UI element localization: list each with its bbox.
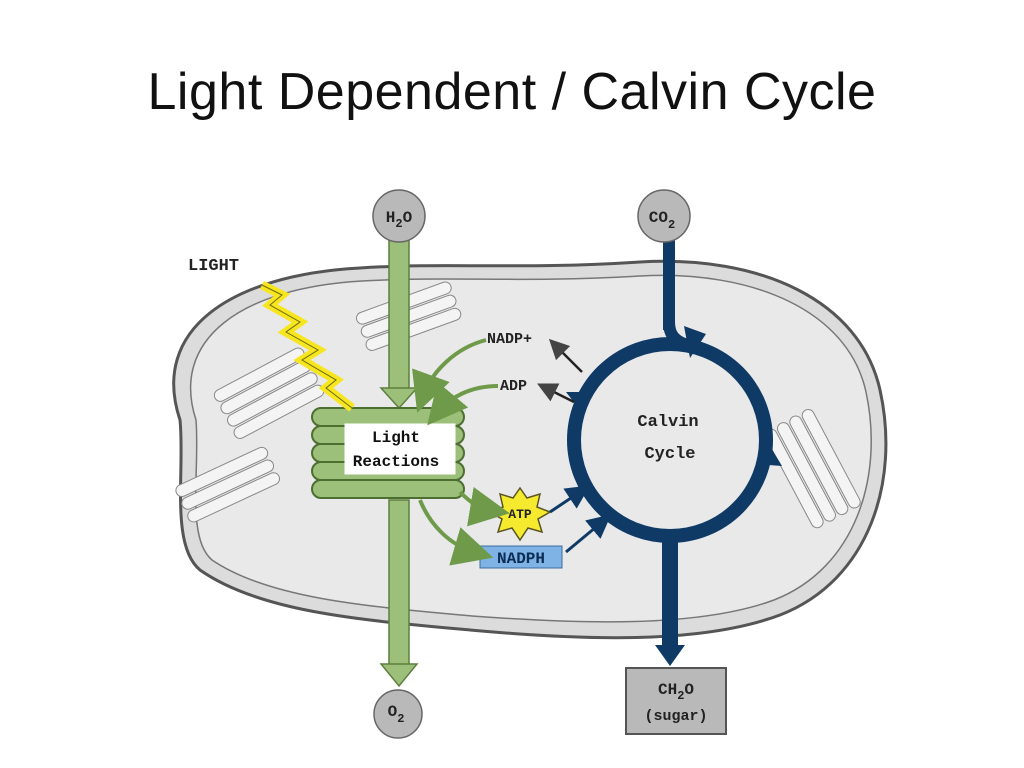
svg-text:H2O: H2O bbox=[386, 209, 413, 231]
nadp-plus-arrow bbox=[412, 338, 487, 413]
thylakoid-stack-lower-left bbox=[175, 446, 280, 523]
light-reactions-label-box bbox=[344, 423, 456, 475]
light-to-nadph-arrow bbox=[418, 499, 494, 566]
light-to-atp-arrow bbox=[458, 486, 510, 527]
slide-title: Light Dependent / Calvin Cycle bbox=[147, 63, 877, 121]
atp-to-calvin-arrow bbox=[549, 485, 590, 514]
sugar-symbol-o: O bbox=[684, 681, 694, 699]
oxygen-output: O2 bbox=[373, 689, 423, 739]
co2-symbol-co: CO bbox=[649, 209, 669, 227]
nadph-label: NADPH bbox=[497, 550, 545, 568]
thylakoid-stack-left bbox=[213, 347, 325, 439]
adp-arrow bbox=[427, 381, 499, 426]
sugar-output: CH2O (sugar) bbox=[625, 667, 727, 735]
atp-label: ATP bbox=[508, 507, 532, 522]
o2-symbol-o: O bbox=[388, 703, 398, 721]
calvin-to-nadp-arrow bbox=[548, 338, 583, 373]
water-symbol-h: H bbox=[386, 209, 396, 227]
water-input: H2O bbox=[372, 189, 426, 243]
adp-label: ADP bbox=[500, 378, 527, 395]
calvin-cycle-label-line2: Cycle bbox=[644, 445, 695, 464]
sugar-symbol-ch: CH bbox=[658, 681, 677, 699]
calvin-cycle-label-line1: Calvin bbox=[637, 413, 698, 432]
calvin-cycle-ring bbox=[566, 236, 782, 666]
water-symbol-o: O bbox=[403, 209, 413, 227]
thylakoid-stack-right bbox=[764, 408, 861, 529]
svg-text:CH2O: CH2O bbox=[658, 681, 694, 703]
svg-text:CO2: CO2 bbox=[649, 209, 675, 232]
water-symbol-sub: 2 bbox=[395, 217, 402, 231]
svg-text:O2: O2 bbox=[388, 703, 405, 726]
nadp-plus-label: NADP+ bbox=[487, 331, 532, 348]
co2-symbol-sub: 2 bbox=[668, 218, 675, 232]
water-to-oxygen-arrow bbox=[379, 235, 419, 688]
carbon-dioxide-input: CO2 bbox=[637, 189, 691, 243]
sugar-label: (sugar) bbox=[644, 708, 707, 725]
lightning-bolt-outline bbox=[261, 284, 353, 409]
o2-symbol-sub: 2 bbox=[397, 712, 404, 726]
light-reactions-label-line1: Light bbox=[372, 429, 420, 447]
light-reactions-label-line2: Reactions bbox=[353, 453, 439, 471]
nadph-to-calvin-arrow bbox=[565, 514, 612, 554]
light-label: LIGHT bbox=[188, 257, 239, 276]
calvin-to-adp-arrow bbox=[537, 383, 575, 404]
sugar-symbol-sub: 2 bbox=[677, 689, 684, 703]
